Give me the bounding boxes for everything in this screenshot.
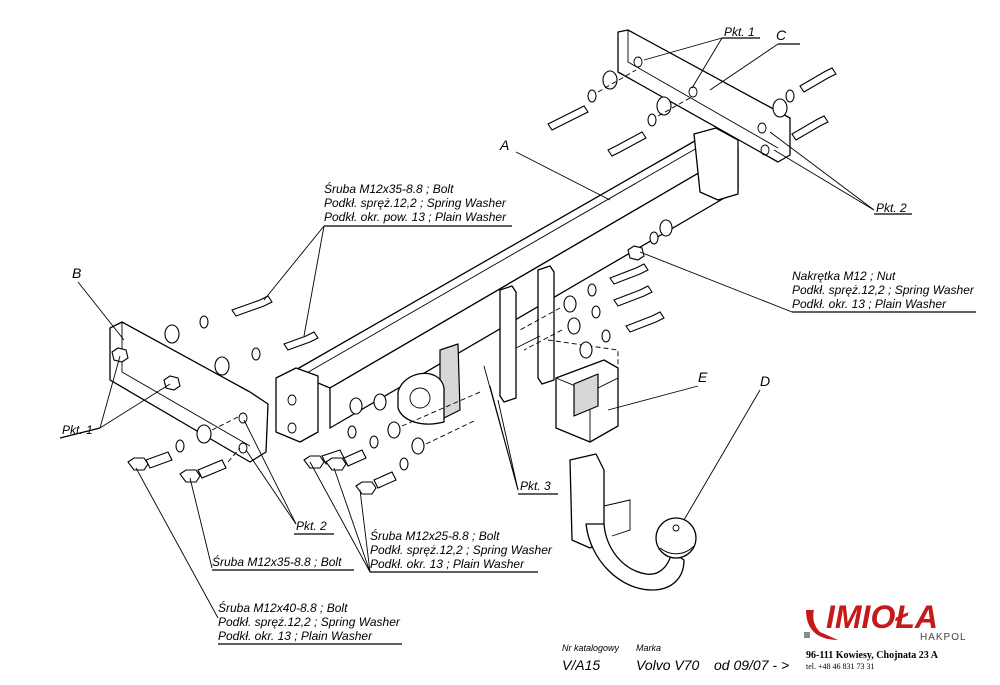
company-address: 96-111 Kowiesy, Chojnata 23 A [806,650,939,661]
brand-label: Marka [636,643,661,653]
note-bottom-left: Śruba M12x40-8.8 ; Bolt Podkł. spręż.12,… [218,600,402,645]
note-nut-line1: Nakrętka M12 ; Nut [792,269,896,283]
label-a: A [499,137,509,153]
note-top-left-line3: Podkł. okr. pow. 13 ; Plain Washer [324,210,507,224]
date-value: od 09/07 - > [714,657,789,673]
towball-d [569,453,697,591]
label-pkt1-top: Pkt. 1 [724,25,755,39]
note-top-left-line2: Podkł. spręż.12,2 ; Spring Washer [324,196,507,210]
hardware-left-top [164,295,319,376]
hardware-lower [127,391,481,495]
hardware-top-right [547,67,837,157]
note-bottom-mid: Śruba M12x25-8.8 ; Bolt Podkł. spręż.12,… [370,528,553,573]
note-bottom-left-line1: Śruba M12x40-8.8 ; Bolt [218,600,348,615]
note-bottom-left-single: Śruba M12x35-8.8 ; Bolt [212,554,354,571]
label-pkt2-bottom: Pkt. 2 [296,519,327,533]
footer: Nr katalogowy V/A15 Marka Volvo V70 od 0… [562,643,789,673]
main-beam-a [275,127,739,443]
note-bottom-mid-line1: Śruba M12x25-8.8 ; Bolt [370,528,500,543]
catalog-label: Nr katalogowy [562,643,620,653]
note-top-left: Śruba M12x35-8.8 ; Bolt Podkł. spręż.12,… [324,181,512,227]
note-bottom-mid-line2: Podkł. spręż.12,2 ; Spring Washer [370,543,553,557]
logo-text: IMIOŁA [826,599,938,635]
note-bottom-left-line2: Podkł. spręż.12,2 ; Spring Washer [218,615,401,629]
label-b: B [72,265,81,281]
catalog-value: V/A15 [562,657,600,673]
label-c: C [776,27,787,43]
leader-lines [77,37,875,619]
logo-subtext: HAKPOL [920,632,967,643]
callout-labels: A B C D E Pkt. 1 Pkt. 1 Pkt. 2 Pkt. 2 Pk… [59,25,912,535]
note-bottom-left-line3: Podkł. okr. 13 ; Plain Washer [218,629,373,643]
label-pkt1-left: Pkt. 1 [62,423,93,437]
label-d: D [760,373,770,389]
hardware-right [519,219,673,359]
label-e: E [698,369,708,385]
label-pkt3: Pkt. 3 [520,479,551,493]
note-bolt-m12x35: Śruba M12x35-8.8 ; Bolt [212,554,342,569]
logo-swoosh-icon [806,610,838,640]
mount-block-e [547,339,619,443]
company-logo: IMIOŁA HAKPOL 96-111 Kowiesy, Chojnata 2… [804,599,967,671]
brand-value: Volvo V70 [636,657,700,673]
note-nut-line3: Podkł. okr. 13 ; Plain Washer [792,297,947,311]
note-right-nut: Nakrętka M12 ; Nut Podkł. spręż.12,2 ; S… [792,269,976,313]
note-bottom-mid-line3: Podkł. okr. 13 ; Plain Washer [370,557,525,571]
note-nut-line2: Podkł. spręż.12,2 ; Spring Washer [792,283,975,297]
company-phone: tel. +48 46 831 73 31 [806,662,875,671]
bracket-b [109,321,269,463]
label-pkt2-right: Pkt. 2 [876,201,907,215]
note-top-left-line1: Śruba M12x35-8.8 ; Bolt [324,181,454,196]
